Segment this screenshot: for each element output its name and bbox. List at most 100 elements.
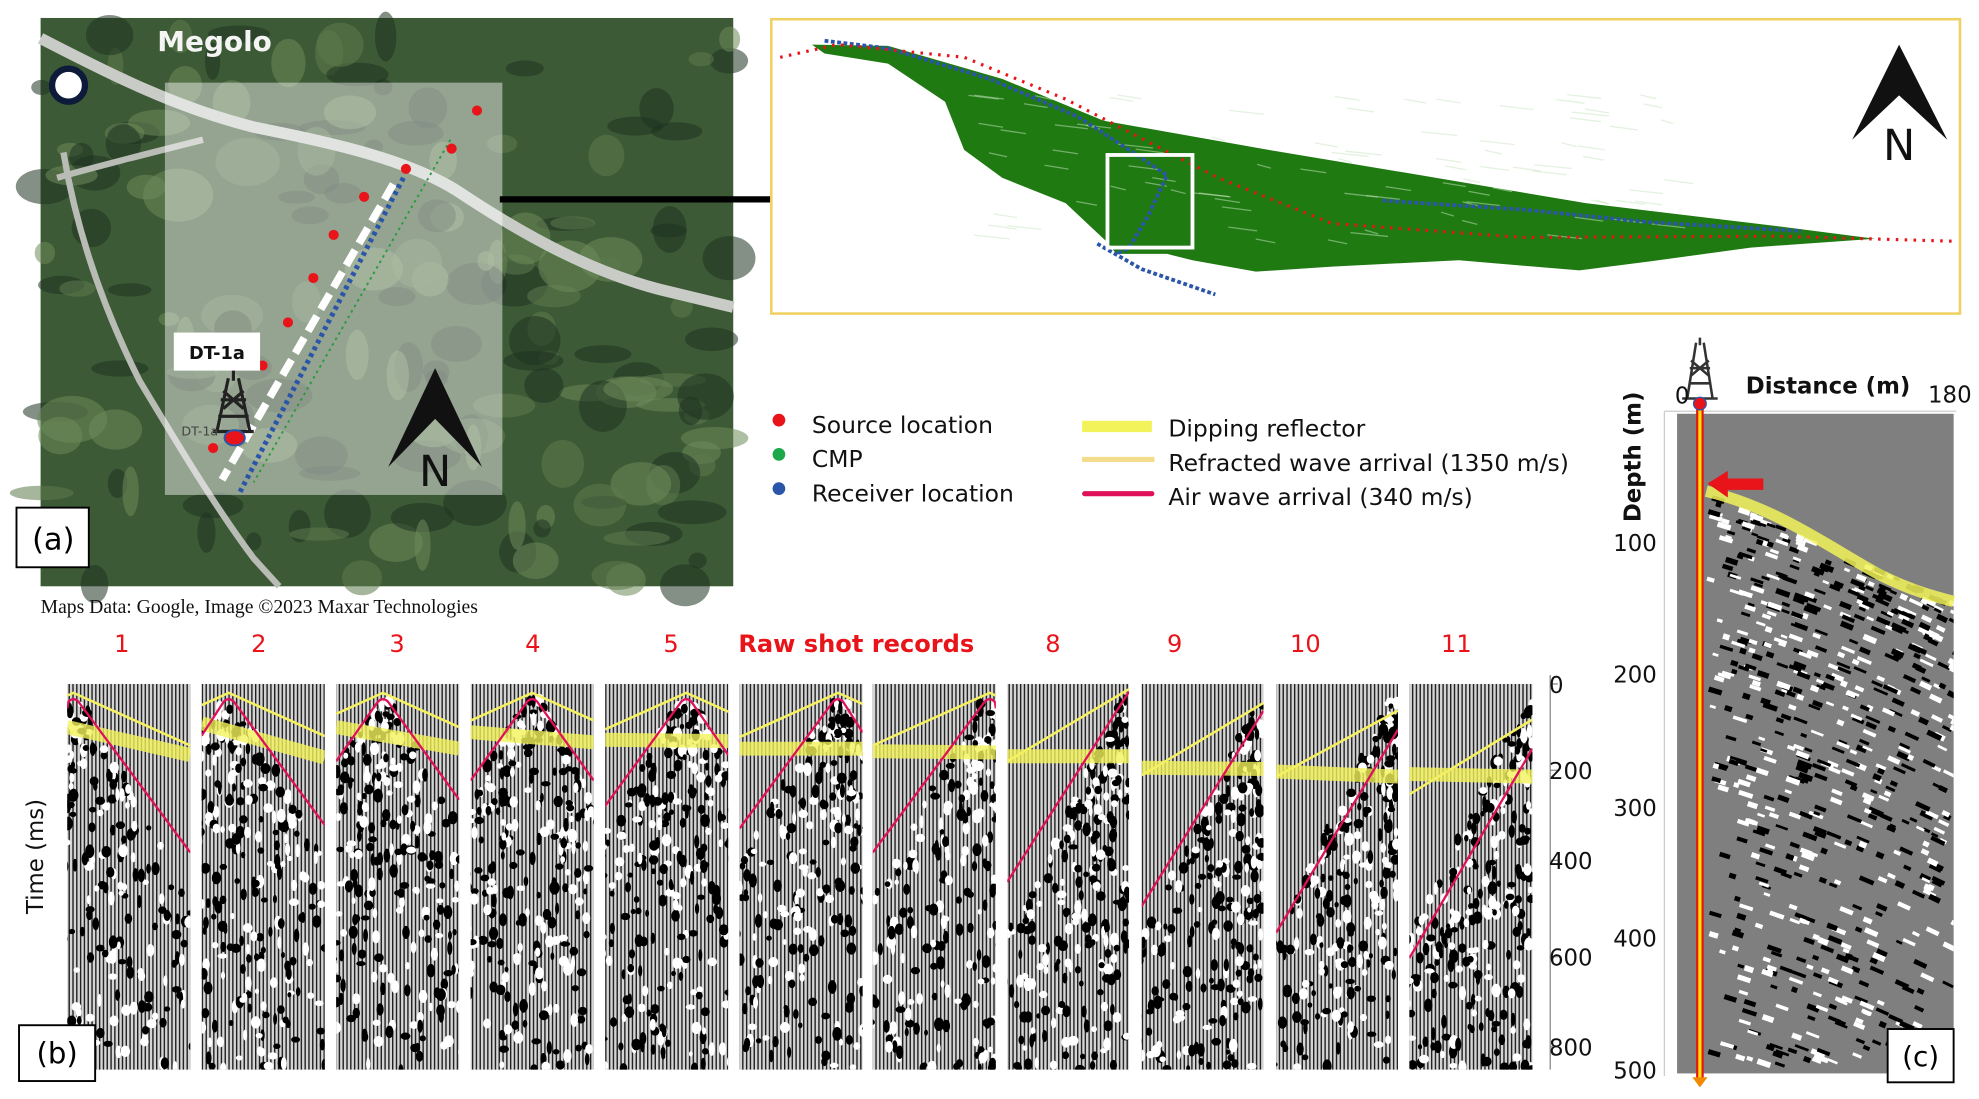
seismic-wiggle (1103, 792, 1110, 801)
vegetation-patch (477, 251, 495, 271)
seismic-wiggle (389, 819, 397, 830)
seismic-wiggle (1383, 812, 1388, 824)
seismic-wiggle (121, 835, 127, 844)
seismic-wiggle (1326, 907, 1335, 918)
seismic-wiggle (1101, 926, 1106, 939)
reflection-event (1921, 877, 1931, 884)
seismic-wiggle (929, 903, 939, 916)
seismic-wiggle (671, 970, 676, 977)
seismic-wiggle (1052, 882, 1059, 894)
swath-gap (1569, 117, 1602, 123)
reflection-event (1889, 780, 1898, 788)
reflection-event (1788, 903, 1798, 911)
seismic-wiggle (458, 1049, 460, 1055)
seismic-wiggle (1008, 984, 1015, 998)
seismic-wiggle (339, 784, 344, 796)
seismic-wiggle (1057, 940, 1068, 952)
seismic-wiggle (995, 943, 996, 947)
seismic-wiggle (582, 871, 590, 885)
seismic-wiggle (1168, 870, 1176, 881)
seismic-wiggle (605, 854, 606, 858)
seismic-wiggle (1042, 953, 1050, 967)
seismic-wiggle (25, 946, 33, 953)
reflection-event (1827, 1015, 1842, 1024)
seismic-wiggle (163, 909, 171, 922)
seismic-wiggle (1445, 923, 1451, 929)
seismic-wiggle (1526, 724, 1533, 738)
depth-section-panel: 0 Distance (m) 180 Depth (m) 10020030040… (1613, 337, 1972, 1088)
refracted-wave-line (1007, 687, 1130, 763)
reflection-event (1810, 729, 1824, 737)
seismic-wiggle (1481, 876, 1490, 888)
seismic-wiggle (1193, 823, 1202, 835)
seismic-wiggle (416, 1011, 424, 1023)
seismic-wiggle (1310, 875, 1320, 885)
seismic-wiggle (584, 1053, 590, 1066)
reflection-event (1862, 745, 1873, 752)
seismic-wiggle (596, 844, 600, 852)
reflection-event (1894, 880, 1906, 889)
seismic-wiggle (1322, 1007, 1332, 1015)
reflection-event (1920, 598, 1928, 605)
vegetation-patch (512, 542, 559, 580)
reflection-event (1798, 651, 1812, 660)
reflection-event (1841, 614, 1856, 623)
seismic-wiggle (50, 998, 60, 1009)
seismic-wiggle (298, 912, 306, 923)
seismic-wiggle (1346, 922, 1356, 935)
seismic-wiggle (1346, 788, 1357, 798)
seismic-wiggle (502, 765, 512, 778)
seismic-wiggle (509, 796, 518, 808)
seismic-wiggle (217, 920, 228, 932)
seismic-wiggle (1431, 1027, 1436, 1041)
reflection-event (1738, 551, 1753, 560)
vegetation-patch (431, 326, 482, 362)
seismic-wiggle (295, 809, 303, 819)
seismic-wiggle (1385, 995, 1391, 1003)
reflection-event (1887, 725, 1897, 733)
swath-gap (1350, 231, 1389, 238)
seismic-wiggle (516, 1030, 522, 1042)
seismic-wiggle (1485, 1008, 1490, 1018)
seismic-wiggle (193, 982, 200, 993)
seismic-wiggle (179, 953, 185, 967)
seismic-wiggle (814, 771, 823, 785)
seismic-wiggle (1074, 943, 1082, 954)
seismic-wiggle (1236, 913, 1245, 926)
seismic-wiggle (652, 785, 659, 798)
reflection-event (1740, 611, 1751, 618)
reflection-event (1866, 939, 1880, 949)
reflection-event (1855, 844, 1865, 853)
seismic-wiggle (57, 800, 65, 810)
seismic-wiggle (1041, 1005, 1051, 1016)
reflection-event (1781, 608, 1790, 615)
seismic-wiggle (1103, 963, 1114, 975)
seismic-wiggle (425, 883, 436, 889)
seismic-wiggle (872, 998, 874, 1009)
reflection-event (1919, 872, 1932, 883)
reflection-event (1715, 501, 1722, 508)
seismic-wiggle (1244, 741, 1251, 753)
seismic-wiggle (990, 883, 996, 890)
seismic-wiggle (937, 940, 946, 952)
shot-gather-8 (1007, 683, 1130, 1070)
vegetation-patch (550, 216, 596, 230)
vegetation-patch (408, 87, 448, 129)
seismic-wiggle (396, 815, 402, 824)
seismic-wiggle (638, 800, 647, 812)
seismic-wiggle (388, 764, 399, 772)
seismic-wiggle (1189, 925, 1195, 938)
seismic-wiggle (792, 811, 797, 825)
seismic-wiggle (1147, 999, 1155, 1012)
seismic-wiggle (919, 815, 924, 829)
vegetation-patch (197, 512, 216, 553)
legend-item-source: Source location (772, 411, 993, 439)
reflection-event (1806, 1003, 1820, 1013)
air-wave-line (1276, 729, 1398, 934)
seismic-wiggle (240, 757, 247, 767)
reflection-event (1853, 1021, 1866, 1030)
seismic-wiggle (352, 993, 361, 1005)
seismic-wiggle (691, 762, 699, 775)
seismic-wiggle (1107, 815, 1116, 824)
seismic-wiggle (1468, 813, 1474, 820)
